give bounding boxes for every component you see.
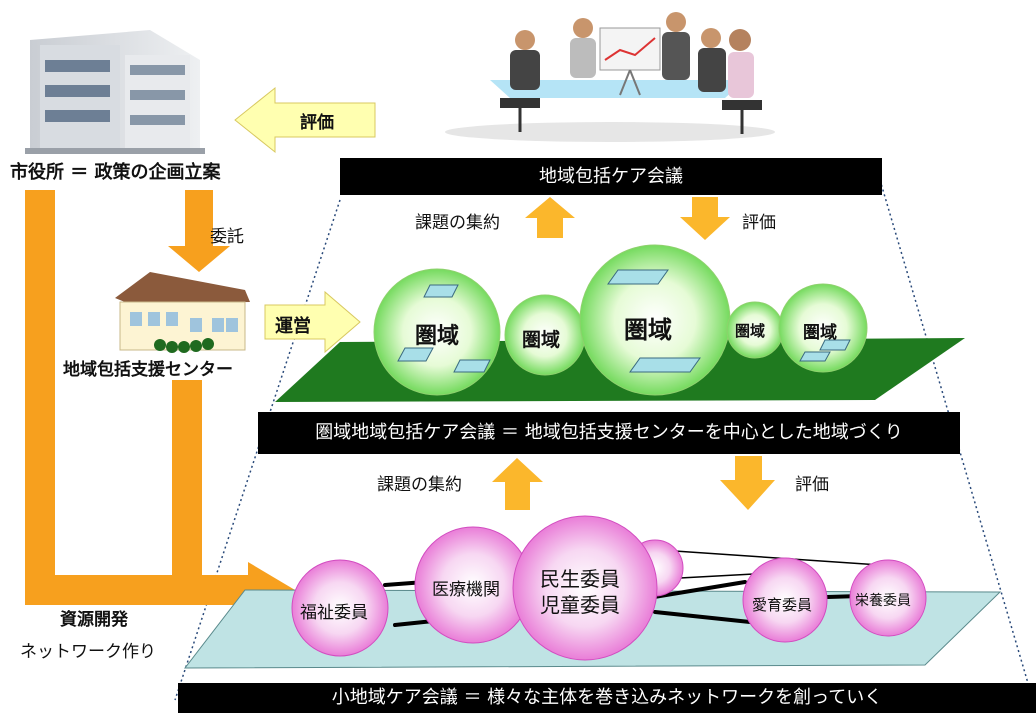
- member-label: 愛育委員: [752, 596, 813, 614]
- level1-arrows: [525, 197, 730, 240]
- network-building-label: ネットワーク作り: [20, 642, 156, 662]
- member-circle: [742, 557, 828, 643]
- operate-label: 運営: [275, 316, 311, 337]
- operate-arrow-right: [264, 290, 361, 354]
- evaluation-arrow-left: [234, 86, 376, 154]
- level2-evaluate-label: 評価: [795, 475, 829, 495]
- support-center-label: 地域包括支援センター: [63, 360, 233, 380]
- level1-title: 地域包括ケア会議: [340, 158, 882, 195]
- resource-development-label: 資源開発: [60, 610, 128, 630]
- support-center-building-icon: [115, 272, 250, 353]
- level2-collect-label: 課題の集約: [377, 475, 462, 495]
- member-circles: [291, 515, 927, 661]
- city-hall-building-icon: [25, 30, 205, 154]
- evaluation-label: 評価: [300, 113, 334, 133]
- parallelogram-tags: [397, 269, 851, 373]
- member-label: 民生委員 児童委員: [540, 567, 620, 617]
- member-circle: [512, 515, 658, 661]
- area-label: 圏域: [624, 316, 672, 344]
- level2-title: 圏域地域包括ケア会議 ＝ 地域包括支援センターを中心とした地域づくり: [258, 412, 960, 454]
- entrust-label: 委託: [210, 227, 244, 247]
- level1-collect-label: 課題の集約: [415, 213, 500, 233]
- area-label: 圏域: [803, 323, 837, 343]
- member-label: 福祉委員: [300, 603, 368, 623]
- member-label: 栄養委員: [855, 593, 911, 609]
- level3-title: 小地域ケア会議 ＝ 様々な主体を巻き込みネットワークを創っていく: [178, 683, 1036, 713]
- meeting-illustration-icon: [445, 12, 775, 142]
- member-label: 医療機関: [432, 580, 500, 600]
- member-circle: [291, 559, 389, 657]
- area-label: 圏域: [522, 329, 561, 351]
- area-label: 圏域: [415, 324, 460, 349]
- city-hall-label: 市役所 ＝ 政策の企画立案: [10, 162, 221, 183]
- level2-arrows: [492, 456, 775, 510]
- area-label: 圏域: [735, 322, 766, 340]
- orange-flow-arrows: [25, 190, 295, 618]
- level1-evaluate-label: 評価: [742, 213, 776, 233]
- member-circle: [849, 559, 927, 637]
